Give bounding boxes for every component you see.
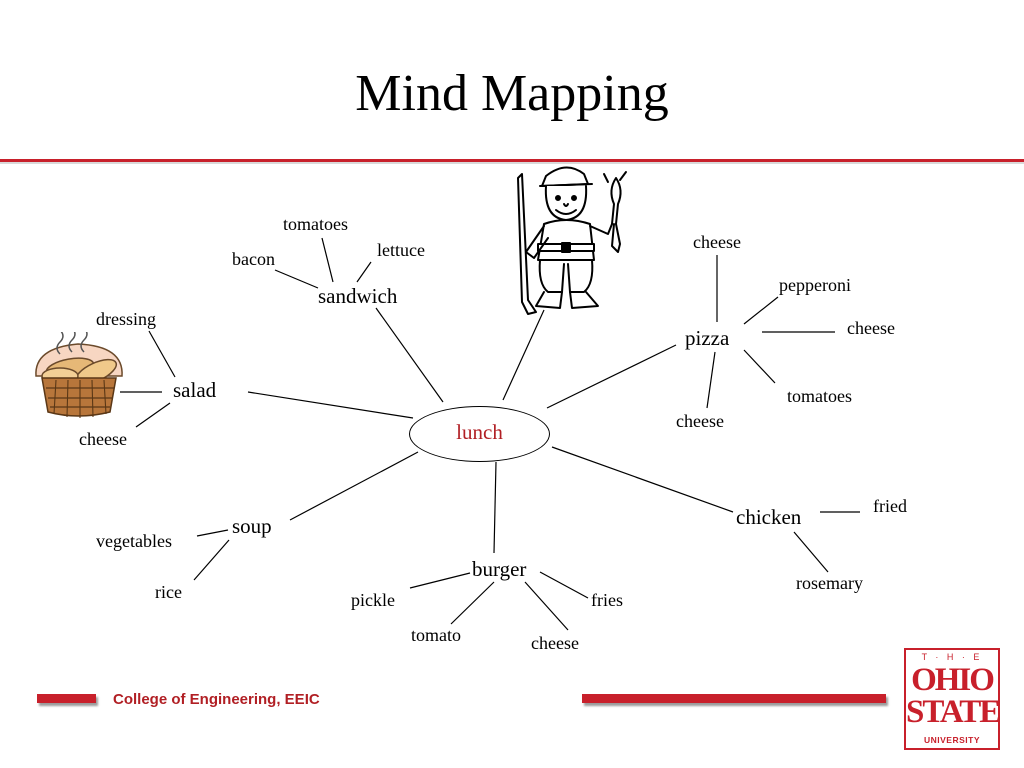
leaf-salad-dressing: dressing bbox=[96, 309, 156, 329]
branch-salad: salad bbox=[173, 378, 217, 402]
leaf-burger-pickle: pickle bbox=[351, 590, 395, 610]
leaf-sandwich-bacon: bacon bbox=[232, 249, 275, 269]
ohio-state-logo: T · H · E OHIO STATE UNIVERSITY bbox=[904, 648, 1001, 750]
connector-sandwich-tomatoes bbox=[321, 237, 334, 283]
connector-center-hunter bbox=[502, 309, 545, 401]
connector-sandwich-bacon bbox=[274, 269, 319, 289]
leaf-pizza-tomatoes: tomatoes bbox=[787, 386, 852, 406]
leaf-chicken-rosemary: rosemary bbox=[796, 573, 863, 593]
connector-chicken-rosemary bbox=[793, 531, 829, 573]
leaf-soup-rice: rice bbox=[155, 582, 182, 602]
connector-burger-pickle bbox=[409, 572, 471, 589]
center-node-label: lunch bbox=[456, 420, 503, 444]
logo-line3: UNIVERSITY bbox=[923, 735, 980, 745]
leaf-soup-vegetables: vegetables bbox=[96, 531, 172, 551]
connector-center-chicken bbox=[551, 446, 734, 513]
connector-burger-fries bbox=[539, 571, 589, 599]
connector-salad-cheese bbox=[135, 402, 171, 428]
branch-sandwich: sandwich bbox=[318, 284, 398, 308]
branch-soup: soup bbox=[232, 514, 272, 538]
connector-sandwich-lettuce bbox=[356, 261, 372, 283]
branch-burger: burger bbox=[472, 557, 527, 581]
title-rule bbox=[0, 159, 1024, 162]
connector-soup-vegetables bbox=[196, 529, 229, 537]
leaf-pizza-cheese-right: cheese bbox=[847, 318, 895, 338]
bread-basket-icon bbox=[35, 332, 123, 418]
connector-burger-tomato bbox=[450, 581, 495, 625]
connector-burger-cheese bbox=[524, 581, 569, 631]
leaf-pizza-cheese-top: cheese bbox=[693, 232, 741, 252]
footer-bar-right bbox=[582, 694, 886, 703]
leaf-burger-fries: fries bbox=[591, 590, 623, 610]
center-node bbox=[409, 406, 550, 462]
leaf-burger-cheese: cheese bbox=[531, 633, 579, 653]
leaf-sandwich-lettuce: lettuce bbox=[377, 240, 425, 260]
connector-pizza-cheese-bottom bbox=[706, 351, 716, 409]
slide-title: Mind Mapping bbox=[355, 65, 669, 122]
connector-pizza-pepperoni bbox=[743, 296, 779, 325]
logo-line1: OHIO bbox=[911, 662, 995, 698]
connector-pizza-tomatoes bbox=[743, 349, 776, 384]
branch-chicken: chicken bbox=[736, 505, 802, 529]
branch-pizza: pizza bbox=[685, 326, 730, 350]
leaf-burger-tomato: tomato bbox=[411, 625, 461, 645]
connector-center-burger bbox=[493, 461, 497, 554]
connector-soup-rice bbox=[193, 539, 230, 581]
title-rule-shadow bbox=[0, 162, 1024, 164]
leaf-pizza-cheese-bottom: cheese bbox=[676, 411, 724, 431]
leaf-salad-cheese: cheese bbox=[79, 429, 127, 449]
logo-top-text: T · H · E bbox=[921, 652, 983, 662]
hunter-cartoon-icon bbox=[517, 166, 627, 315]
footer-bar-left bbox=[37, 694, 96, 703]
logo-line2: STATE bbox=[906, 694, 1001, 730]
connector-center-soup bbox=[289, 451, 419, 521]
connector-center-salad bbox=[247, 391, 414, 419]
connector-center-pizza bbox=[546, 344, 677, 409]
leaf-pizza-pepperoni: pepperoni bbox=[779, 275, 851, 295]
connector-salad-dressing bbox=[148, 330, 176, 378]
footer-text: College of Engineering, EEIC bbox=[113, 691, 320, 708]
leaf-sandwich-tomatoes: tomatoes bbox=[283, 214, 348, 234]
connector-center-sandwich bbox=[375, 307, 444, 403]
leaf-chicken-fried: fried bbox=[873, 496, 907, 516]
